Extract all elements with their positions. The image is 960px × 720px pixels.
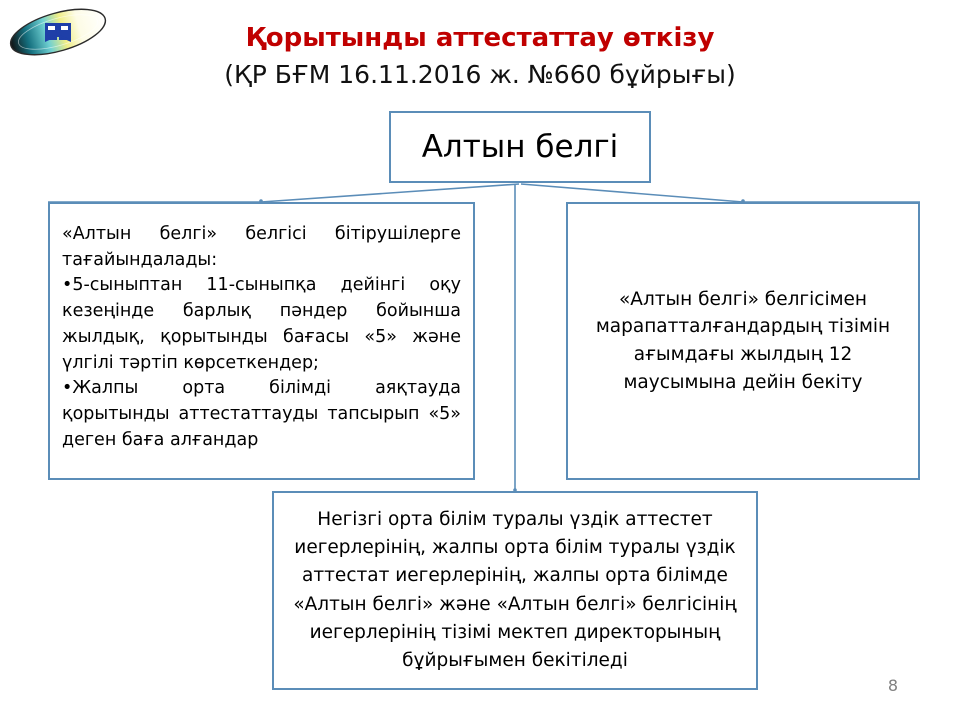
box-right-line-0: «Алтын белгі» белгісімен xyxy=(618,288,868,310)
box-bottom-line-0: Негізгі орта білім туралы үздік аттестет xyxy=(317,509,713,531)
box-left-line-1: тағайындалады: xyxy=(62,249,218,270)
box-bottom-line-5: бұйрығымен бекітіледі xyxy=(402,649,628,671)
slide-title: Қорытынды аттестаттау өткізу xyxy=(245,23,715,53)
box-criteria: «Алтын белгі» белгісі бітірушілерге таға… xyxy=(48,202,475,480)
box-right-line-2: ағымдағы жылдың 12 xyxy=(633,344,853,365)
box-bottom-line-2: аттестат иегерлерінің, жалпы орта білімд… xyxy=(302,565,728,587)
box-director-order: Негізгі орта білім туралы үздік аттестет… xyxy=(272,491,758,690)
box-left-line-2: •5-сыныптан 11-сыныпқа дейінгі оқу xyxy=(62,275,461,296)
box-bottom-text: Негізгі орта білім туралы үздік аттестет… xyxy=(293,506,736,675)
page-number: 8 xyxy=(887,676,899,695)
box-left-line-0: «Алтын белгі» белгісі бітірушілерге xyxy=(62,224,461,244)
box-left-line-6: •Жалпы орта білімді аяқтауда xyxy=(62,378,461,399)
box-right-text: «Алтын белгі» белгісімен марапатталғанда… xyxy=(596,286,890,397)
box-left-line-4: жылдық, қорытынды бағасы «5» және xyxy=(62,326,461,347)
box-bottom-line-4: иегерлерінің тізімі мектеп директорының xyxy=(309,621,721,643)
box-top-label: Алтын белгі xyxy=(421,128,619,165)
box-right-line-3: маусымына дейін бекіту xyxy=(623,371,863,393)
box-altyn-belgi-title: Алтын белгі xyxy=(389,111,651,183)
box-left-text: «Алтын белгі» белгісі бітірушілерге таға… xyxy=(62,222,461,453)
box-left-line-8: деген баға алғандар xyxy=(62,429,259,450)
box-right-line-1: марапатталғандардың тізімін xyxy=(595,316,891,338)
box-left-line-5: үлгілі тәртіп көрсеткендер; xyxy=(62,352,319,373)
book-icon xyxy=(45,23,71,42)
box-bottom-line-1: иегерлерінің, жалпы орта білім туралы үз… xyxy=(294,537,736,559)
box-list-approval: «Алтын белгі» белгісімен марапатталғанда… xyxy=(566,202,920,480)
box-left-line-7: қорытынды аттестаттауды тапсырып «5» xyxy=(62,404,461,425)
box-bottom-line-3: «Алтын белгі» және «Алтын белгі» белгісі… xyxy=(293,593,737,615)
ellipse-book-logo xyxy=(6,6,110,58)
box-left-line-3: кезеңінде барлық пәндер бойынша xyxy=(62,301,461,322)
slide-subtitle: (ҚР БҒМ 16.11.2016 ж. №660 бұйрығы) xyxy=(224,60,736,89)
